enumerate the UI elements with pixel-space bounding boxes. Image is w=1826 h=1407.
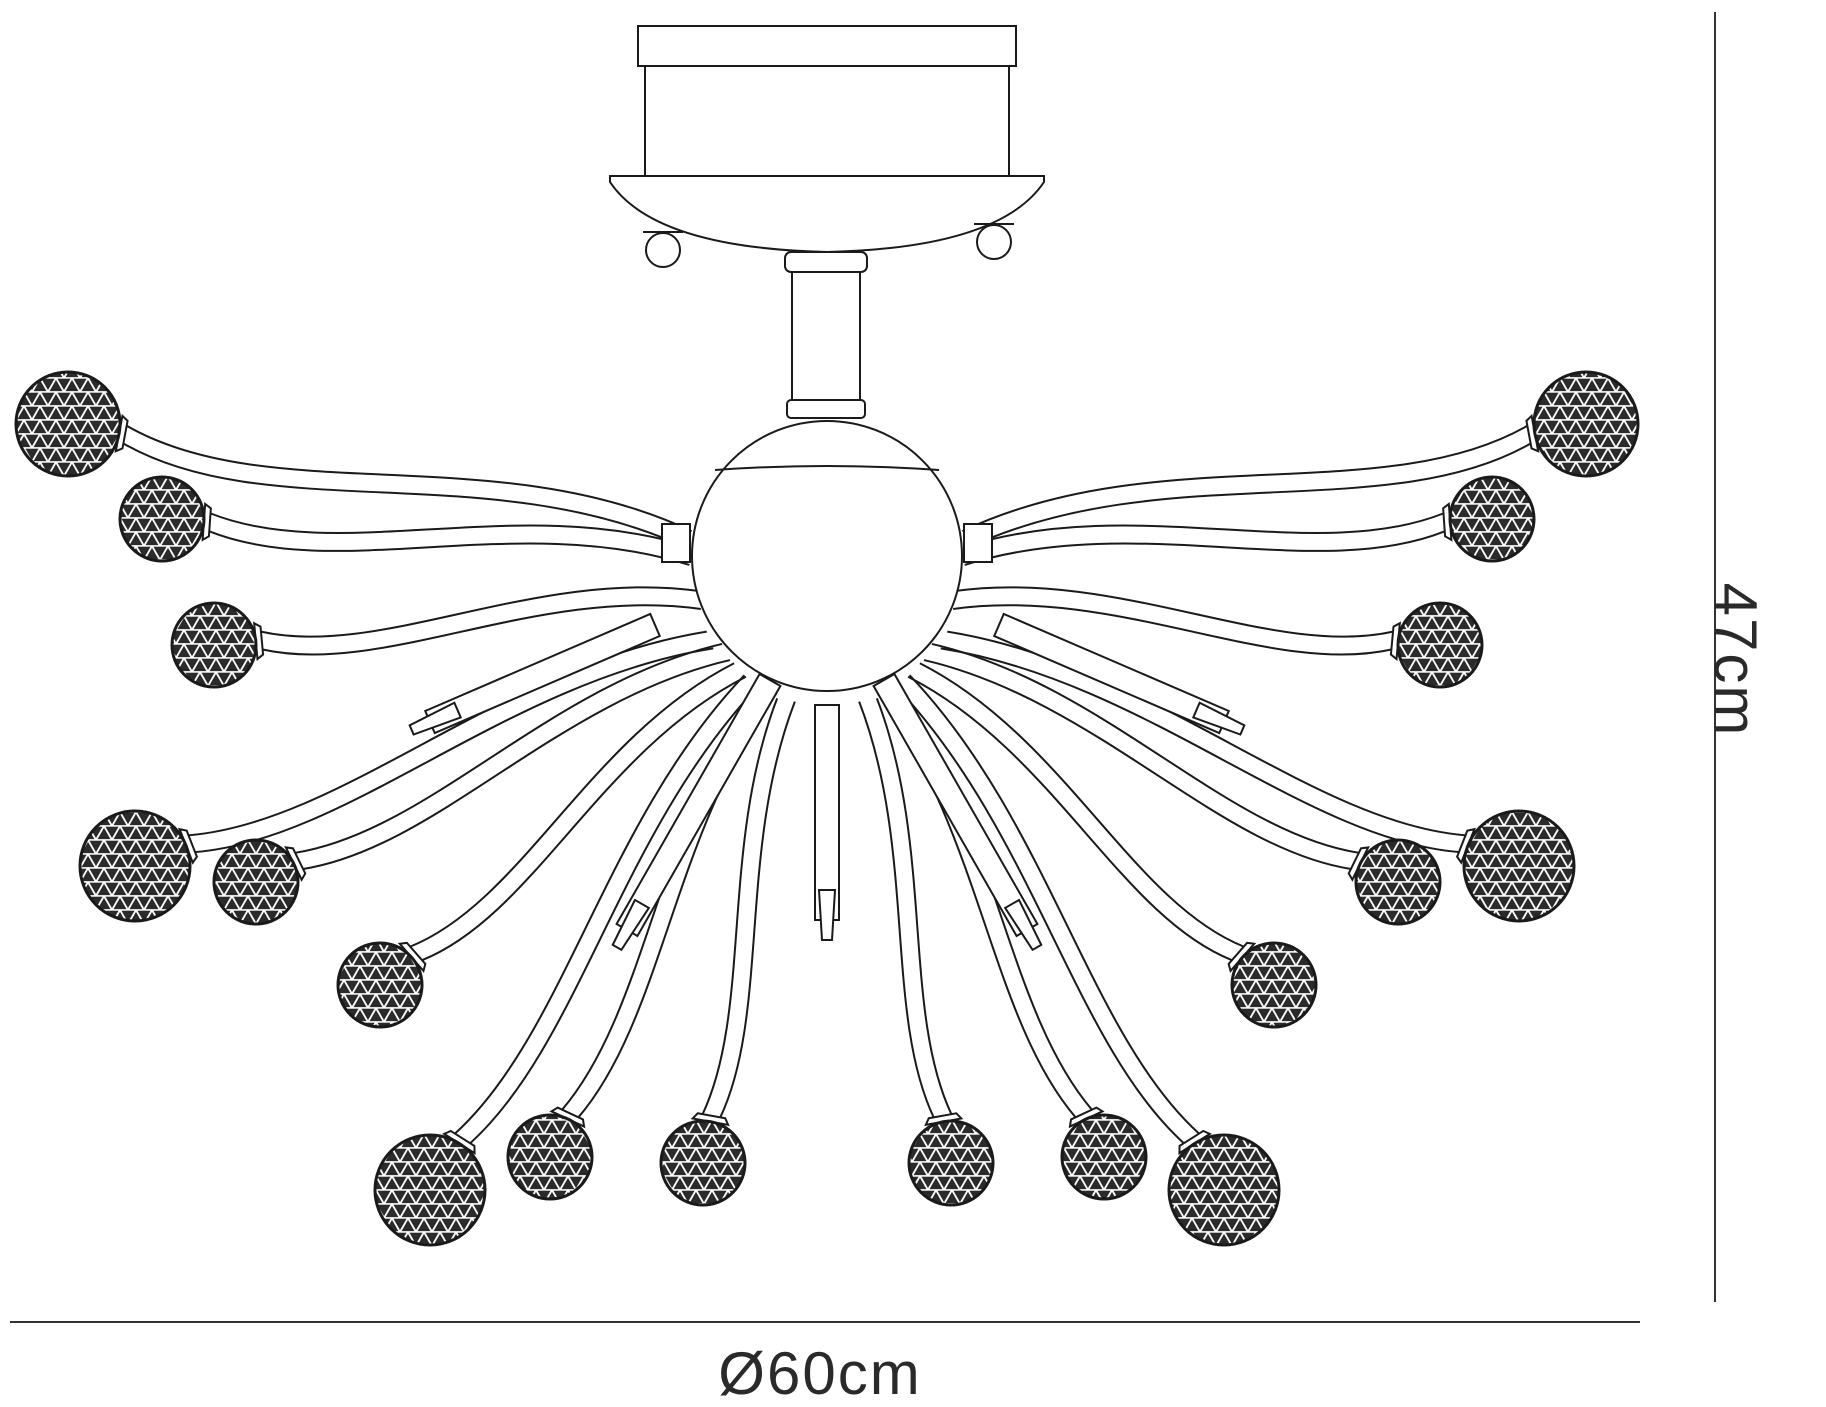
arm [858,698,964,1127]
crystal-ball [373,1133,487,1247]
g4-bulb [814,704,840,941]
canopy-screw-right [974,223,1014,260]
crystal-ball [506,1113,594,1201]
arm [923,642,1370,882]
mount-plate [637,25,1017,67]
hub-socket-right [963,523,993,563]
hub-sphere [691,420,963,692]
crystal-ball [212,838,300,926]
g4-bulb [611,672,782,952]
arm [284,642,731,882]
crystal-ball [1230,941,1318,1029]
g4-bulb [408,612,662,736]
arm [252,586,701,662]
hub-sphere-band [714,465,940,471]
crystal-ball [1060,1113,1148,1201]
crystal-ball [78,809,192,923]
arm [177,630,714,865]
canopy-screw-left [643,231,683,268]
crystal-balls-layer [14,370,1640,1247]
crystal-ball [118,475,206,563]
crystal-ball [1354,838,1442,926]
crystal-ball [1532,370,1640,478]
mount-box [644,65,1010,177]
arms-layer [114,413,1540,1155]
crystal-ball [1396,601,1484,689]
g4-bulb [872,672,1043,952]
arm [953,586,1402,662]
crystal-ball [907,1119,995,1207]
crystal-ball [14,370,122,478]
crystal-ball [336,941,424,1029]
stem-collar [784,251,868,273]
crystal-ball [659,1119,747,1207]
arm [690,698,796,1127]
diameter-dimension-label: Ø60cm [718,1340,922,1407]
arm [963,502,1453,566]
arm [201,502,691,566]
stem-base-collar [786,399,866,419]
crystal-ball [1167,1133,1281,1247]
crystal-ball [1448,475,1536,563]
ceiling-mount [609,25,1045,419]
stem [791,261,861,413]
bulbs-layer [408,612,1246,952]
height-dimension-label: 47cm [1702,582,1769,738]
arm [940,630,1477,865]
crystal-ball [170,601,258,689]
arm [114,413,693,550]
arm [961,413,1540,550]
hub-socket-left [661,523,691,563]
crystal-ball [1462,809,1576,923]
central-hub [661,420,993,692]
g4-bulb [992,612,1246,736]
